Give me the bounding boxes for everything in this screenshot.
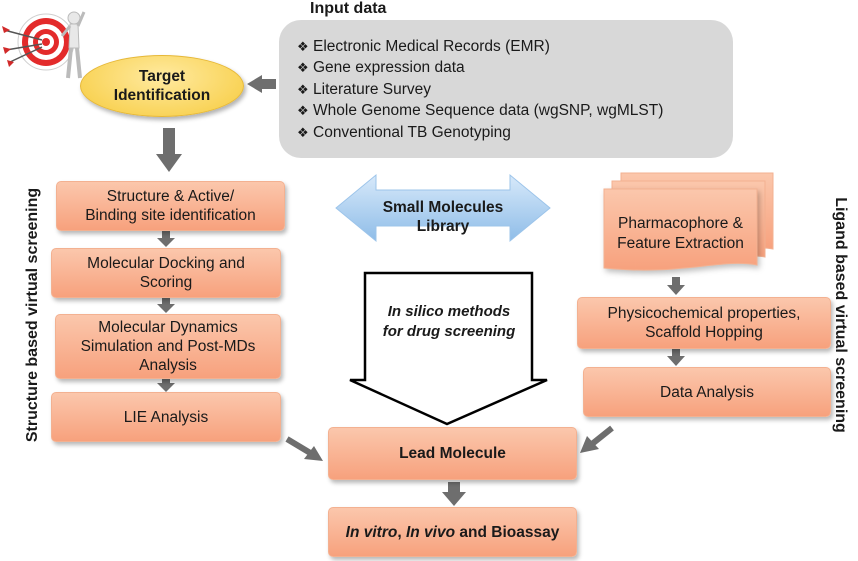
lead-label: Lead Molecule [399,445,506,462]
library-arrow-shape [335,173,551,243]
arrow-target-down [156,128,182,172]
ligand-side-label: Ligand based virtual screening [832,197,849,433]
step-line: Data Analysis [660,383,754,401]
arrow-right-1 [667,277,685,295]
step-line: Molecular Dynamics [98,319,238,336]
arrow-left-3 [157,379,175,392]
input-item: ❖Literature Survey [297,79,733,100]
step-line: Scaffold Hopping [645,324,763,341]
target-identification-node: Target Identification [80,55,244,117]
arrow-right-2 [667,349,685,366]
input-item-label: Whole Genome Sequence data (wgSNP, wgMLS… [313,102,664,120]
arrow-left-1 [157,231,175,247]
input-item-label: Gene expression data [313,59,465,77]
step-line: Molecular Docking and [87,255,245,272]
step-line: Structure & Active/ [106,188,235,205]
input-item: ❖ Electronic Medical Records (EMR) [297,36,733,57]
input-data-panel: ❖Electronic Medical Records (EMR) ❖Gene … [279,20,733,158]
silico-line: for drug screening [382,323,516,340]
target-line2: Identification [113,87,211,104]
diamond-bullet-icon: ❖ [297,81,309,97]
ligand-step-pharmacophore: Pharmacophore & Feature Extraction [604,214,757,254]
input-item-label: Electronic Medical Records (EMR) [313,38,550,55]
step-line: Scoring [139,274,193,291]
diamond-bullet-icon: ❖ [297,39,309,54]
separator-text: , [397,523,406,541]
arrow-lead-down [442,482,466,506]
structure-step-binding-site: Structure & Active/Binding site identifi… [56,181,285,231]
in-vitro-text: In vitro [345,523,398,541]
lead-molecule-node: Lead Molecule [328,427,577,480]
diamond-bullet-icon: ❖ [297,124,309,140]
pharmacophore-doc-stack [603,172,774,271]
arrow-left-2 [157,297,175,313]
bioassay-node: In vitro, In vivo and Bioassay [328,507,577,557]
structure-side-label: Structure based virtual screening [24,187,41,443]
input-item-label: Conventional TB Genotyping [313,123,511,141]
silico-line: In silico methods [387,303,511,320]
step-line: LIE Analysis [123,408,209,426]
input-item: ❖Conventional TB Genotyping [297,122,733,143]
target-line1: Target [138,68,186,85]
silico-arrow-shape [349,271,548,426]
library-line: Library [416,218,470,235]
input-item-label: Literature Survey [313,80,432,98]
target-icon [2,11,86,79]
input-item: ❖Gene expression data [297,57,733,78]
arrow-data-to-lead [580,425,614,453]
small-molecules-library-label: Small Molecules Library [374,198,512,236]
diamond-bullet-icon: ❖ [297,103,309,119]
step-line: Pharmacophore & [618,215,743,232]
step-line: Simulation and Post-MDs [80,338,256,355]
step-line: Analysis [139,357,197,374]
in-silico-methods-label: In silico methods for drug screening [366,302,532,342]
ligand-step-data-analysis: Data Analysis [583,367,831,417]
ligand-step-physicochemical: Physicochemical properties, Scaffold Hopp… [577,297,831,349]
step-line: Binding site identification [85,207,256,224]
diamond-bullet-icon: ❖ [297,60,309,76]
step-line: Physicochemical properties, [607,305,801,322]
in-vivo-text: In vivo [405,523,456,541]
input-item: ❖Whole Genome Sequence data (wgSNP, wgML… [297,100,733,121]
arrow-input-to-target [247,75,276,93]
bioassay-text: and Bioassay [455,523,560,541]
arrow-lie-to-lead [285,436,323,461]
library-line: Small Molecules [382,199,504,216]
step-line: Feature Extraction [617,235,744,252]
input-data-title: Input data [310,0,387,17]
bioassay-label: In vitro, In vivo and Bioassay [346,523,560,542]
structure-step-lie-analysis: LIE Analysis [51,392,281,442]
